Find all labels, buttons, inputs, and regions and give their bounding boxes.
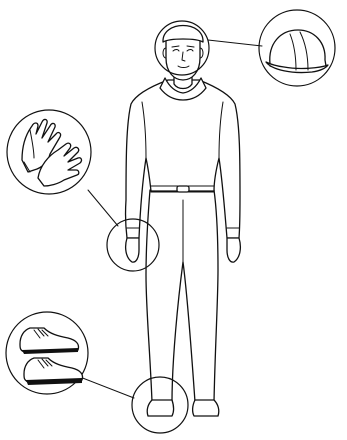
right-hand [227, 238, 240, 262]
shoes-connector-line [80, 377, 134, 398]
left-shoe [147, 400, 173, 416]
left-hand [126, 238, 139, 262]
shoes-callout [6, 312, 88, 394]
worn-hard-hat [163, 26, 203, 43]
safety-shoes-icon [20, 328, 83, 385]
gloves-connector-line [88, 190, 118, 226]
helmet-callout [259, 10, 335, 86]
helmet-connector-line [208, 40, 262, 46]
right-shoe [193, 400, 219, 416]
hard-hat-icon [266, 30, 328, 73]
trousers [146, 190, 218, 402]
gloves-callout [7, 110, 91, 194]
gloves-icon [22, 119, 81, 186]
belt-buckle [177, 186, 189, 192]
